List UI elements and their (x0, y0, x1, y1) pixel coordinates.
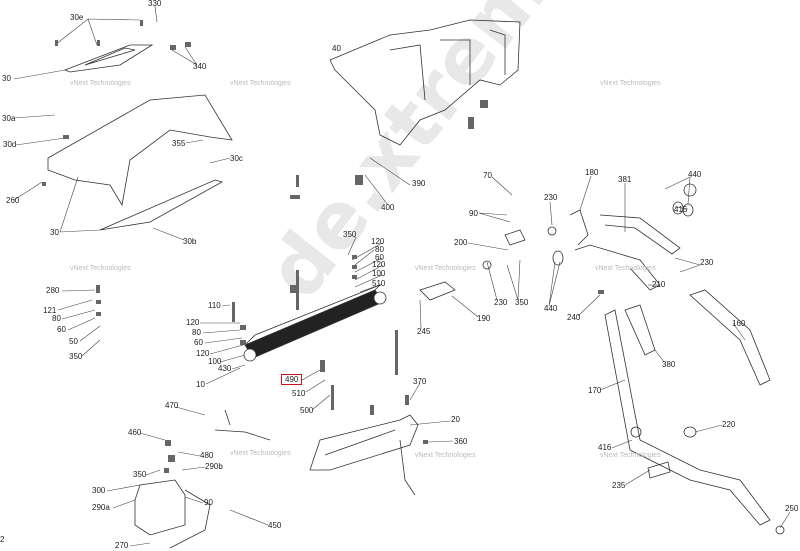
callout-60[interactable]: 60 (375, 253, 384, 262)
vnext-watermark: vNext Technologies (595, 265, 656, 272)
callout-70[interactable]: 70 (483, 171, 492, 180)
callout-100[interactable]: 100 (372, 269, 386, 278)
callout-300[interactable]: 300 (92, 486, 106, 495)
callout-260[interactable]: 260 (6, 196, 20, 205)
callout-245[interactable]: 245 (417, 327, 431, 336)
callout-240[interactable]: 240 (567, 313, 581, 322)
vnext-watermark: vNext Technologies (415, 452, 476, 459)
fasteners (42, 20, 604, 473)
callout-500[interactable]: 500 (300, 406, 314, 415)
callout-110[interactable]: 110 (208, 301, 221, 310)
callout-120[interactable]: 120 (196, 349, 210, 358)
callout-381[interactable]: 381 (618, 175, 632, 184)
vnext-watermark: vNext Technologies (600, 452, 661, 459)
page-number: 2 (0, 535, 5, 544)
callout-80[interactable]: 80 (192, 328, 201, 337)
callout-290a[interactable]: 290a (92, 503, 110, 512)
callout-370[interactable]: 370 (413, 377, 427, 386)
callout-230[interactable]: 230 (544, 193, 558, 202)
callout-480[interactable]: 480 (200, 451, 214, 460)
callout-180[interactable]: 180 (585, 168, 599, 177)
callout-60[interactable]: 60 (194, 338, 203, 347)
callout-330[interactable]: 330 (148, 0, 162, 8)
coolant-hoses (419, 183, 785, 535)
callout-210[interactable]: 210 (652, 280, 666, 289)
callout-230[interactable]: 230 (494, 298, 508, 307)
callout-30d[interactable]: 30d (3, 140, 17, 149)
callout-460[interactable]: 460 (128, 428, 142, 437)
callout-380[interactable]: 380 (662, 360, 676, 369)
callout-350[interactable]: 350 (69, 352, 83, 361)
vnext-watermark: vNext Technologies (230, 80, 291, 87)
vnext-watermark: vNext Technologies (230, 450, 291, 457)
callout-200[interactable]: 200 (454, 238, 468, 247)
callout-350[interactable]: 350 (343, 230, 357, 239)
radiator (243, 284, 387, 362)
callout-290b[interactable]: 290b (205, 462, 223, 471)
callout-30e[interactable]: 30e (70, 13, 84, 22)
leader-lines (13, 5, 791, 547)
callout-280[interactable]: 280 (46, 286, 60, 295)
callout-430[interactable]: 430 (218, 364, 232, 373)
callout-415[interactable]: 415 (674, 205, 688, 214)
vnext-watermark: vNext Technologies (70, 265, 131, 272)
callout-50[interactable]: 50 (69, 337, 78, 346)
callout-510[interactable]: 510 (372, 279, 386, 288)
callout-350[interactable]: 350 (515, 298, 529, 307)
callout-440[interactable]: 440 (544, 304, 558, 313)
callout-80[interactable]: 80 (52, 314, 61, 323)
callout-60[interactable]: 60 (57, 325, 66, 334)
callout-490-highlighted[interactable]: 490 (281, 374, 303, 385)
lower-bracket (134, 409, 419, 549)
callout-510[interactable]: 510 (292, 389, 306, 398)
callout-470[interactable]: 470 (165, 401, 179, 410)
callout-340[interactable]: 340 (193, 62, 207, 71)
callout-120[interactable]: 120 (371, 237, 385, 246)
callout-30c[interactable]: 30c (230, 154, 243, 163)
callout-40[interactable]: 40 (332, 44, 341, 53)
callout-450[interactable]: 450 (268, 521, 282, 530)
callout-30[interactable]: 30 (2, 74, 11, 83)
callout-390[interactable]: 390 (412, 179, 426, 188)
callout-120[interactable]: 120 (186, 318, 200, 327)
callout-30b[interactable]: 30b (183, 237, 197, 246)
callout-170[interactable]: 170 (588, 386, 602, 395)
callout-90[interactable]: 90 (469, 209, 478, 218)
callout-440[interactable]: 440 (688, 170, 702, 179)
callout-250[interactable]: 250 (785, 504, 799, 513)
callout-120[interactable]: 120 (372, 260, 386, 269)
callout-220[interactable]: 220 (722, 420, 736, 429)
cover-plates (47, 44, 233, 231)
callout-270[interactable]: 270 (115, 541, 129, 550)
callout-121[interactable]: 121 (43, 306, 57, 315)
callout-235[interactable]: 235 (612, 481, 626, 490)
callout-90[interactable]: 90 (204, 498, 213, 507)
callout-416[interactable]: 416 (598, 443, 612, 452)
callout-10[interactable]: 10 (196, 380, 205, 389)
callout-230[interactable]: 230 (700, 258, 714, 267)
callout-100[interactable]: 100 (208, 357, 222, 366)
console-panel (329, 19, 521, 146)
callout-30[interactable]: 30 (50, 228, 59, 237)
callout-20[interactable]: 20 (451, 415, 460, 424)
callout-360[interactable]: 360 (454, 437, 468, 446)
vnext-watermark: vNext Technologies (600, 80, 661, 87)
vnext-watermark: vNext Technologies (415, 265, 476, 272)
callout-190[interactable]: 190 (477, 314, 491, 323)
callout-30a[interactable]: 30a (2, 114, 16, 123)
vnext-watermark: vNext Technologies (70, 80, 131, 87)
callout-400[interactable]: 400 (381, 203, 395, 212)
callout-350[interactable]: 350 (133, 470, 147, 479)
callout-160[interactable]: 160 (732, 319, 746, 328)
callout-80[interactable]: 80 (375, 245, 384, 254)
callout-355[interactable]: 355 (172, 139, 186, 148)
